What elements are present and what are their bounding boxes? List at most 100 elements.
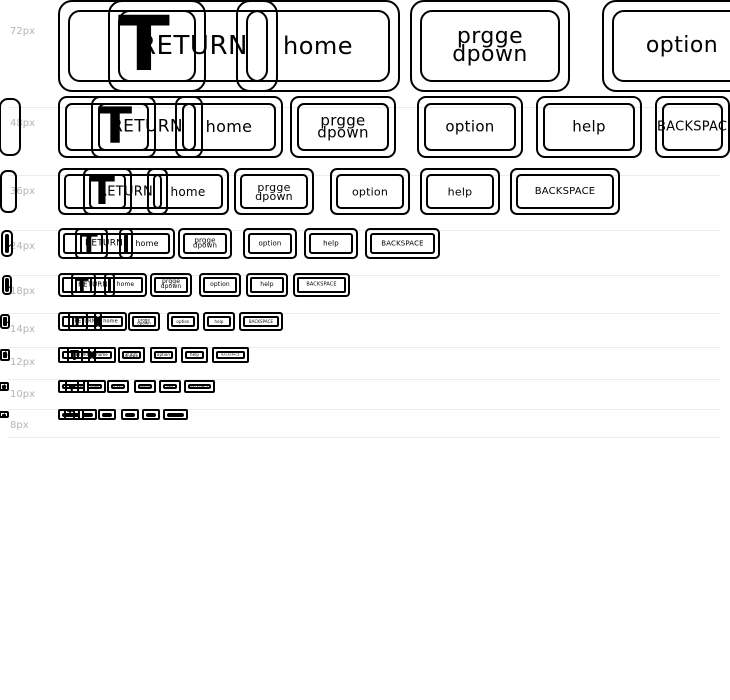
key-home-inner <box>87 384 102 389</box>
key-help-inner <box>309 233 353 254</box>
key-option-inner <box>424 103 516 151</box>
return-label: RETURN <box>84 238 124 248</box>
key-option: option <box>150 347 177 363</box>
down-arrow-glyph: ↓ <box>2 315 11 327</box>
down-overlap-text: dpown <box>137 320 151 326</box>
key-option: option <box>134 380 156 393</box>
home-label: home <box>283 32 353 60</box>
help-label: help <box>214 318 224 324</box>
key-option-inner <box>336 174 404 209</box>
page-overlap-text: prgge <box>161 278 181 286</box>
home-label: home <box>135 238 159 248</box>
key-return-inner <box>98 103 196 151</box>
key-return: RETURN <box>75 228 133 259</box>
page-overlap-text: prgge <box>257 180 291 194</box>
key-partial <box>0 98 21 156</box>
key-partial: ↓ <box>0 382 9 391</box>
down-overlap-text: dpown <box>101 413 113 418</box>
key-option-inner <box>612 10 730 82</box>
size-label: 48px <box>10 118 35 129</box>
return-label: RETURN <box>68 383 86 389</box>
key-option-inner <box>125 413 135 417</box>
key-option: option <box>417 96 523 158</box>
key-return-inner <box>72 316 98 327</box>
option-label: option <box>125 412 135 416</box>
key-backspace: BACKSPACE <box>655 96 730 158</box>
key-help: help <box>142 409 160 420</box>
home-label: home <box>83 412 92 416</box>
key-page-down-inner <box>111 384 125 389</box>
key-backspace: BACKSPACE <box>510 168 620 215</box>
help-label: help <box>147 412 155 416</box>
size-label: 36px <box>10 186 35 197</box>
t-glyph: T <box>70 349 79 364</box>
key-option: option <box>243 228 297 259</box>
help-label: help <box>323 239 339 247</box>
key-backspace: BACKSPACE <box>365 228 440 259</box>
baseline-rule <box>8 409 720 410</box>
key-home-inner <box>82 413 93 417</box>
return-label: RETURN <box>111 116 183 137</box>
key-partial-inner <box>3 317 7 326</box>
key-page-down-inner <box>297 103 389 151</box>
key-backspace-inner <box>516 174 614 209</box>
baseline-rule <box>8 275 720 276</box>
key-option-inner <box>154 351 173 359</box>
backspace-label: BACKSPACE <box>221 352 240 357</box>
down-arrow-glyph: ↓ <box>3 236 15 251</box>
option-label: option <box>156 352 171 357</box>
return-label: RETURN <box>78 280 108 289</box>
key-page-down-inner <box>102 413 112 417</box>
key-return: RETURN <box>71 273 115 297</box>
key-return: RETURN <box>68 312 102 331</box>
key-partial: ↓ <box>0 349 10 361</box>
down-arrow-glyph: ↓ <box>1 409 8 419</box>
key-home-inner <box>98 316 123 327</box>
key-help: help <box>159 380 181 393</box>
option-label: option <box>645 33 719 58</box>
key-option: option <box>199 273 241 297</box>
size-label: 8px <box>10 420 29 431</box>
key-page-down-inner <box>420 10 560 82</box>
down-arrow-glyph: ↓ <box>1 381 9 391</box>
down-arrow-glyph: ↓ <box>2 349 10 360</box>
t-glyph: T <box>80 229 98 259</box>
key-home: home <box>119 228 175 259</box>
key-help: help <box>420 168 500 215</box>
option-label: option <box>140 384 150 388</box>
key-backspace-inner <box>297 277 346 293</box>
key-help-inner <box>426 174 494 209</box>
key-home: home <box>175 96 283 158</box>
return-label: RETURN <box>74 318 96 324</box>
size-label: 72px <box>10 26 35 37</box>
return-label: RETURN <box>73 352 90 357</box>
key-option: option <box>121 409 139 420</box>
key-t-inner <box>62 384 75 389</box>
key-help: help <box>304 228 358 259</box>
option-label: option <box>176 318 190 324</box>
page-overlap-text: prgge <box>320 111 366 130</box>
key-page-down-inner <box>132 316 156 327</box>
option-label: option <box>445 117 495 136</box>
return-label: RETURN <box>97 184 154 199</box>
down-overlap-text: dpown <box>317 124 369 142</box>
backspace-label: BACKSPACE <box>190 384 209 388</box>
return-label: RETURN <box>67 412 81 416</box>
key-backspace-inner <box>216 351 245 359</box>
option-label: option <box>258 239 282 247</box>
key-partial-inner <box>5 278 9 292</box>
key-return: RETURN <box>108 0 278 92</box>
size-label: 12px <box>10 357 35 368</box>
page-overlap-text: prgge <box>137 317 151 323</box>
home-label: home <box>205 117 253 136</box>
key-home-inner <box>246 10 390 82</box>
key-home-inner <box>92 351 112 359</box>
key-t-inner <box>62 351 79 359</box>
key-page-down-inner <box>240 174 308 209</box>
